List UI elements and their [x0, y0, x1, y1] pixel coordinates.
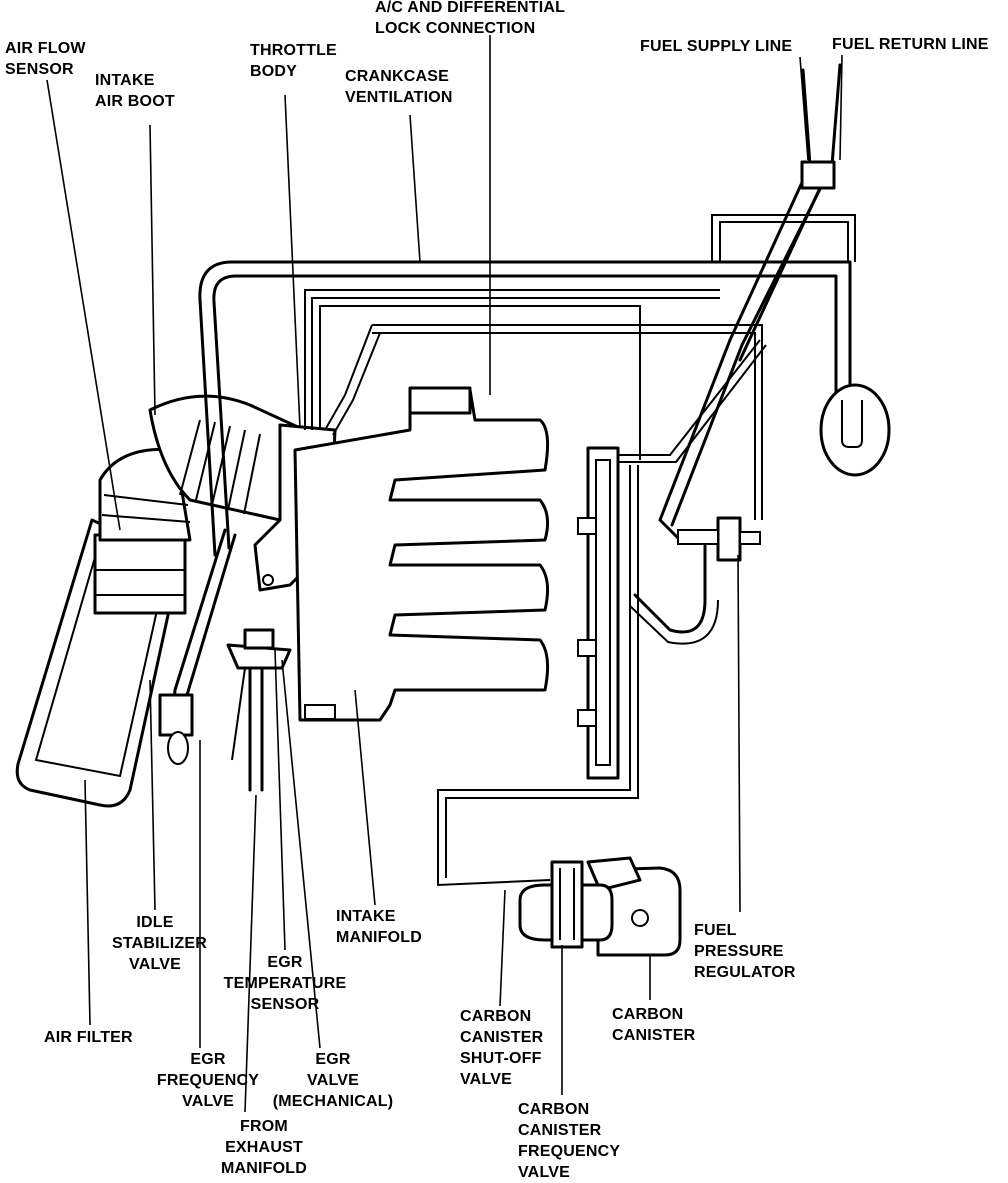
carbon-canister-group: [518, 856, 682, 957]
crankcase-ventilation-hose: [198, 260, 891, 557]
fuel-pressure-regulator-body: [629, 516, 761, 645]
idle-stabilizer-hoses: [158, 528, 237, 765]
air-filter-housing: [15, 518, 187, 808]
vacuum-lines-top: [304, 214, 856, 520]
fuel-lines: [658, 63, 842, 542]
fuel-rail: [577, 339, 767, 780]
egr-valve-body: [226, 628, 292, 792]
label-fuel-return-line: FUEL RETURN LINE: [832, 36, 989, 53]
air-flow-sensor-body: [98, 447, 192, 542]
intake-manifold-body: [293, 386, 550, 722]
label-fuel-supply-line: FUEL SUPPLY LINE: [640, 38, 793, 55]
label-air-filter: AIR FILTER: [44, 1029, 133, 1046]
canister-vacuum-lines: [437, 465, 639, 887]
leader-lines: [46, 35, 843, 1113]
